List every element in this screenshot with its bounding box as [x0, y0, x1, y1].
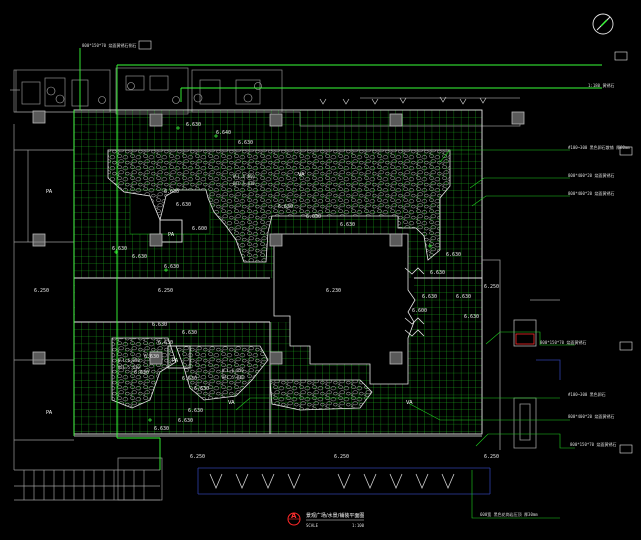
elev: 6.630	[456, 294, 471, 300]
elev: 6.250	[190, 454, 205, 460]
callout-text: 1:180 黄锈石	[588, 82, 614, 88]
elev: 6.250	[484, 284, 499, 290]
label-bfl-mid: BFL.5.630	[222, 375, 244, 380]
elev: 6.250	[158, 288, 173, 294]
elev: 6.630	[112, 246, 127, 252]
elev: 6.250	[34, 288, 49, 294]
callout-text: 800*150*70 烧面黄锈石侧石	[82, 42, 137, 48]
elev: 6.630	[238, 140, 253, 146]
callout-tag-icon	[138, 40, 152, 50]
columns	[32, 110, 525, 365]
scale-label: SCALE	[306, 523, 319, 528]
elev: 6.630	[278, 204, 293, 210]
callout-text: #100~300 黑色卵石散铺 厚80mm	[568, 144, 630, 150]
callout-text: 800*150*70 烧面黄锈石	[540, 339, 587, 345]
label-wl-left: W.L.6.050	[118, 358, 140, 363]
elev: 6.630	[464, 314, 479, 320]
elev: 6.630	[176, 202, 191, 208]
elev: 6.630	[152, 322, 167, 328]
label-pa-left-bottom: PA	[46, 410, 53, 416]
north-arrow-icon	[592, 13, 614, 35]
stair-marks	[319, 96, 487, 105]
callout-tag-icon	[614, 51, 628, 61]
level-marks	[114, 126, 432, 422]
callout-tags	[138, 40, 633, 454]
elev: 6.630	[164, 189, 179, 195]
elev: 6.630	[188, 408, 203, 414]
callout-text: #100~300 黑色卵石	[568, 391, 606, 397]
elev: 6.630	[132, 254, 147, 260]
water-areas	[75, 189, 416, 385]
callout-text: 800*400*20 烧面黄锈石	[568, 190, 615, 196]
elev: 6.630	[186, 122, 201, 128]
elev: 6.250	[334, 454, 349, 460]
elev: 6.630	[158, 340, 173, 346]
label-bfl-left: BFL.5.630	[118, 365, 140, 370]
elev: 6.250	[484, 454, 499, 460]
title-name: 景观广场/水景/铺装平面图	[306, 512, 364, 519]
callout-text: 800*150*70 烧面黄锈石	[570, 441, 617, 447]
label-wl-top: W.L.6.050	[233, 174, 255, 179]
label-va-bottom: VA	[406, 400, 413, 406]
label-pa-left-top: PA	[46, 189, 53, 195]
label-bfl-top: BFL.5.630	[233, 181, 255, 186]
title-letter: A	[291, 512, 297, 520]
callout-text: 600宽 黑色花岗岩压顶 厚30mm	[480, 511, 538, 517]
elev: 6.630	[178, 418, 193, 424]
label-pa-small1: PA	[168, 232, 175, 238]
elev: 6.630	[446, 252, 461, 258]
elev: 6.630	[164, 264, 179, 270]
elevation-values: 6.630 6.640 6.630 6.630 6.630 6.600 6.63…	[34, 122, 499, 460]
scale-value: 1:100	[352, 523, 365, 528]
elev: 6.630	[430, 270, 445, 276]
elev: 6.630	[194, 386, 209, 392]
pebble-beds	[107, 149, 451, 411]
elev: 6.630	[340, 222, 355, 228]
elev: 6.630	[154, 426, 169, 432]
callout-tag-icon	[619, 146, 633, 156]
callout-texts: 800*150*70 烧面黄锈石侧石 1:180 黄锈石 #100~300 黑色…	[82, 42, 630, 517]
label-wl-mid: W.L.6.050	[222, 368, 244, 373]
callout-tag-icon	[619, 444, 633, 454]
water-zigzag	[404, 267, 425, 337]
label-va-top: VA	[298, 172, 305, 178]
title-block: A 景观广场/水景/铺装平面图 SCALE 1:100	[287, 512, 365, 528]
left-building	[13, 124, 163, 501]
elev: 6.230	[326, 288, 341, 294]
elev: 6.640	[216, 130, 231, 136]
label-va-small: VA	[228, 400, 235, 406]
elev: 6.630	[182, 330, 197, 336]
callout-text: 800*400*20 烧面黄锈石	[568, 413, 615, 419]
elev: 6.630	[422, 294, 437, 300]
elev: 6.600	[192, 226, 207, 232]
callout-leaders	[235, 149, 575, 519]
chairs	[46, 82, 262, 104]
elev: 6.630	[182, 376, 197, 382]
callout-text: 800*400*20 烧面黄锈石	[568, 172, 615, 178]
elev: 6.600	[412, 308, 427, 314]
bottom-edge	[74, 435, 491, 495]
elev: 6.630	[134, 370, 149, 376]
callout-tag-icon	[619, 341, 633, 351]
elev: 6.630	[306, 214, 321, 220]
area-labels: PA PA VA PA PA VA VA W.L.6.050 BFL.5.630…	[46, 172, 413, 416]
green-frame-lines	[73, 48, 602, 470]
elev: 6.630	[144, 354, 159, 360]
label-pa-small2: PA	[172, 358, 179, 364]
